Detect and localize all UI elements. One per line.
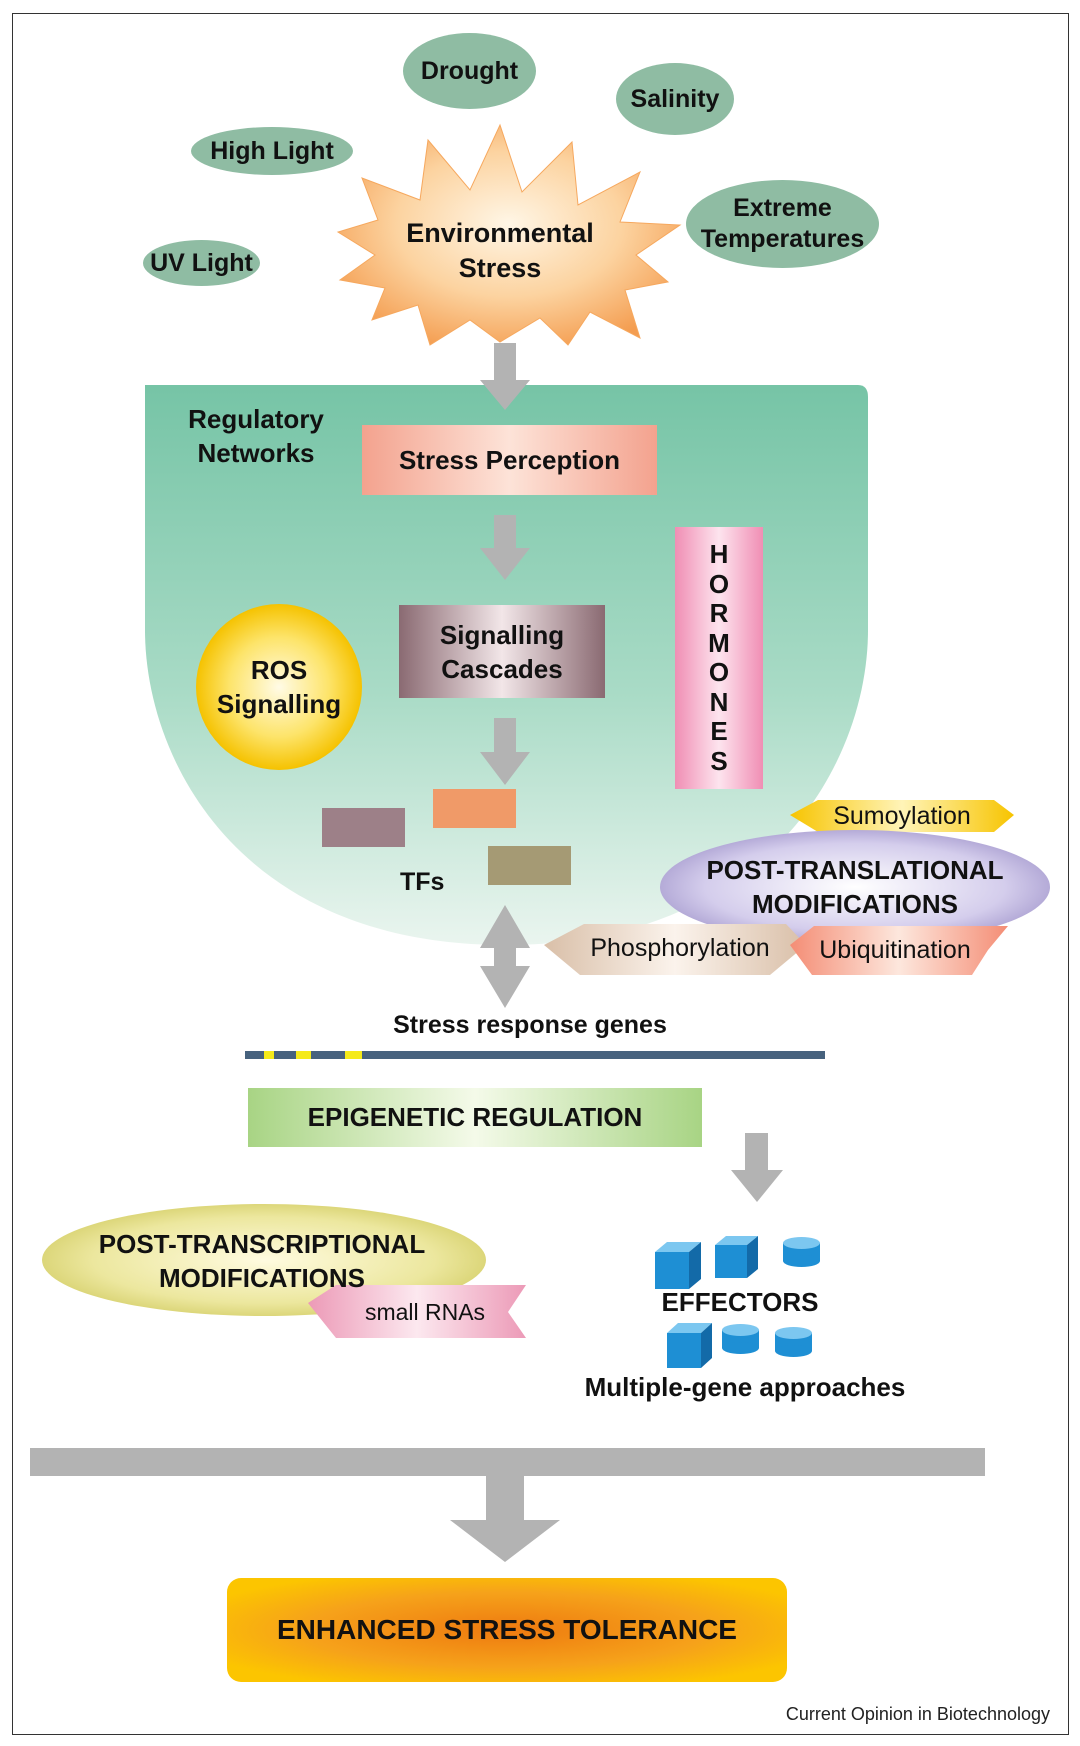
- gene-marker: [345, 1051, 362, 1059]
- ros-signalling-circle: [196, 604, 362, 770]
- extreme-temperatures-line2: Temperatures: [700, 225, 865, 253]
- arrow-stress-to-network: [480, 343, 530, 410]
- post-transcriptional-line2: MODIFICATIONS: [158, 1263, 366, 1293]
- ros-line1: ROS: [250, 655, 308, 685]
- phosphorylation-label: Phosphorylation: [590, 933, 770, 962]
- arrow-perception-to-cascades: [480, 515, 530, 580]
- regulatory-networks-title: Regulatory Networks: [166, 400, 346, 472]
- extreme-temperatures-line1: Extreme: [733, 194, 832, 222]
- epigenetic-regulation-label: EPIGENETIC REGULATION: [307, 1102, 643, 1132]
- signalling-cascades-line2: Cascades: [441, 653, 563, 684]
- ros-signalling-label: ROS Signalling: [196, 640, 362, 734]
- stress-perception-label: Stress Perception: [398, 444, 621, 475]
- sumoylation-shape: [790, 800, 1014, 832]
- stressor-drought: Drought: [403, 33, 536, 109]
- stress-perception-box: [362, 425, 657, 495]
- small-rnas-shape: [308, 1285, 526, 1338]
- ubiquitination-label: Ubiquitination: [819, 935, 971, 964]
- environmental-stress-line2: Stress: [458, 253, 542, 283]
- ubiquitination-shape: [790, 926, 1008, 975]
- signalling-cascades-line1: Signalling: [439, 619, 565, 650]
- regulatory-networks-line2: Networks: [197, 438, 315, 468]
- phosphorylation-shape: [544, 924, 806, 975]
- post-transcriptional-title: POST-TRANSCRIPTIONAL MODIFICATIONS: [52, 1225, 472, 1297]
- small-rnas-label: small RNAs: [364, 1298, 486, 1325]
- gene-marker: [264, 1051, 274, 1059]
- arrow-tfs-genes-bidirectional: [480, 905, 530, 1008]
- regulatory-networks-line1: Regulatory: [188, 404, 324, 434]
- tf-block: [433, 789, 516, 828]
- arrow-epigenetic-to-effectors: [731, 1133, 783, 1202]
- ptm-line1: POST-TRANSLATIONAL: [706, 855, 1004, 885]
- post-transcriptional-line1: POST-TRANSCRIPTIONAL: [98, 1229, 426, 1259]
- hormones-letter: M: [708, 627, 730, 658]
- environmental-stress-starburst: [336, 123, 682, 346]
- hormones-letter: O: [708, 657, 730, 687]
- stressor-salinity: Salinity: [616, 63, 734, 135]
- hormones-label: H O R M O N E S: [675, 539, 763, 776]
- tf-block: [322, 808, 405, 847]
- ptm-line2: MODIFICATIONS: [751, 889, 959, 919]
- convergence-bar: [30, 1448, 985, 1476]
- tfs-label: TFs: [400, 868, 445, 896]
- ros-line2: Signalling: [216, 689, 342, 719]
- stress-response-genes-label: Stress response genes: [393, 1010, 667, 1039]
- effector-cubes: [655, 1236, 820, 1368]
- signalling-cascades-label: Signalling Cascades: [399, 605, 605, 698]
- tf-block: [488, 846, 571, 885]
- sumoylation-label: Sumoylation: [833, 801, 971, 830]
- stressor-high-light: High Light: [191, 127, 353, 175]
- multiple-gene-approaches-label: Multiple-gene approaches: [584, 1371, 906, 1402]
- epigenetic-regulation-box: [248, 1088, 702, 1147]
- hormones-letter: R: [709, 598, 729, 628]
- outcome-label: ENHANCED STRESS TOLERANCE: [277, 1614, 737, 1645]
- gene-line: [245, 1051, 825, 1059]
- environmental-stress-label: Environmental Stress: [380, 213, 620, 289]
- effectors-label: EFFECTORS: [661, 1286, 819, 1317]
- hormones-letter: H: [709, 539, 729, 569]
- hormones-letter: E: [710, 716, 728, 746]
- outcome-box: [227, 1578, 787, 1682]
- gene-marker: [296, 1051, 311, 1059]
- stressor-extreme-temperatures: Extreme Temperatures: [686, 180, 879, 268]
- stressor-uv-light: UV Light: [143, 240, 260, 286]
- ptm-ellipse: [660, 830, 1050, 944]
- journal-credit: Current Opinion in Biotechnology: [785, 1704, 1050, 1724]
- hormones-letter: O: [708, 568, 730, 599]
- hormones-bar: [675, 527, 763, 789]
- ptm-title: POST-TRANSLATIONAL MODIFICATIONS: [660, 848, 1050, 926]
- arrow-cascades-to-tfs: [480, 718, 530, 785]
- signalling-cascades-box: [399, 605, 605, 698]
- environmental-stress-line1: Environmental: [406, 218, 594, 248]
- figure-frame: [12, 13, 1069, 1735]
- hormones-letter: S: [710, 745, 728, 776]
- arrow-to-outcome: [450, 1476, 560, 1562]
- hormones-letter: N: [709, 686, 729, 717]
